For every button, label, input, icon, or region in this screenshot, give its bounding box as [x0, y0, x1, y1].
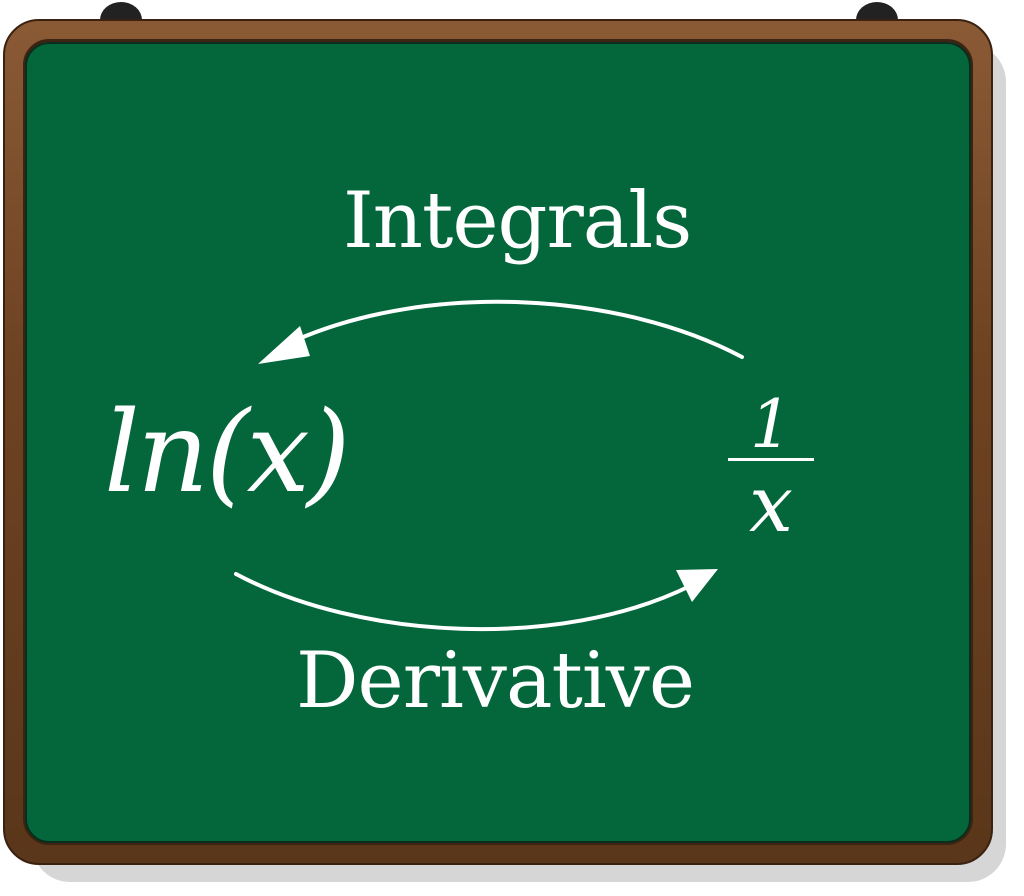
frame-inner-edge [23, 39, 973, 845]
integral-arrow-line [294, 299, 744, 359]
chalkboard [25, 42, 971, 843]
one-over-x-fraction: 1 x [728, 386, 814, 550]
right-arrow-icon [676, 569, 718, 602]
fraction-denominator: x [749, 460, 793, 550]
fraction-bar [728, 458, 814, 461]
fraction-numerator: 1 [750, 386, 792, 463]
integral-arrow [258, 299, 744, 364]
left-arrow-icon [258, 326, 310, 364]
derivative-arrow-line [234, 572, 692, 632]
ln-x-expression: ln(x) [104, 388, 351, 518]
integrals-label: Integrals [343, 176, 692, 266]
derivative-label: Derivative [296, 636, 695, 726]
derivative-arrow [234, 569, 718, 632]
